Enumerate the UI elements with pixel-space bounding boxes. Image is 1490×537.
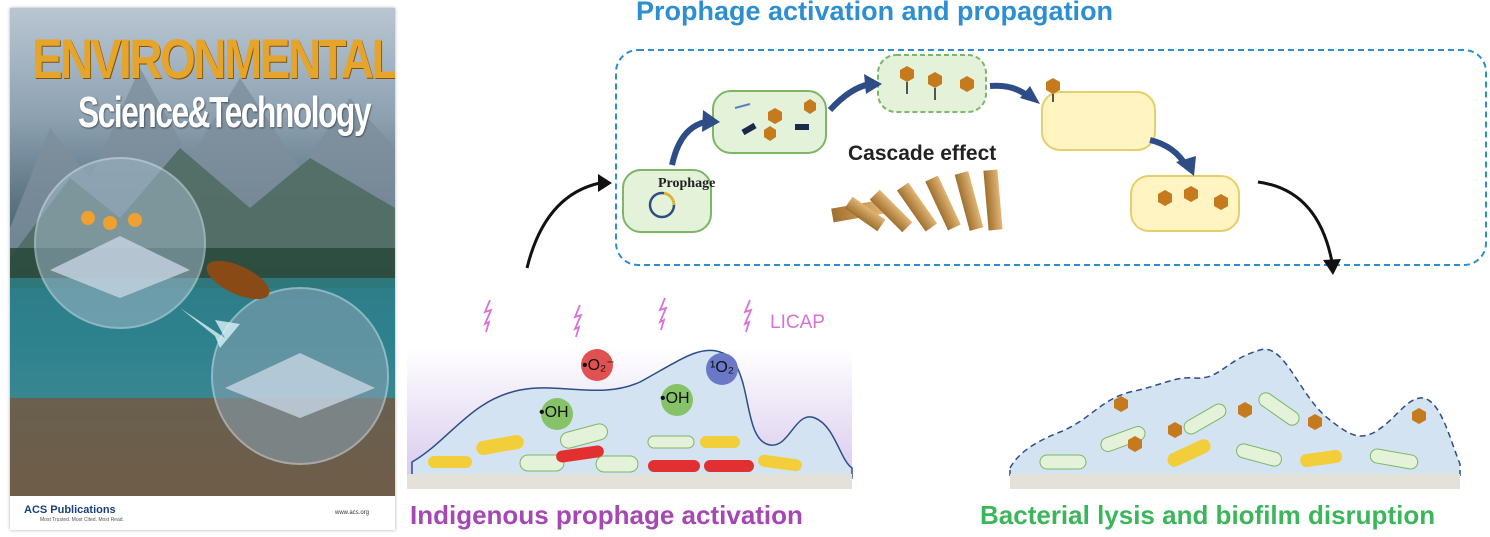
infected-cell (1041, 91, 1156, 151)
propagation-box (615, 49, 1487, 266)
licap-label: LICAP (770, 312, 825, 333)
singlet-oxygen-label: ¹O₂ (710, 359, 734, 376)
hydroxyl-sphere-2 (661, 384, 693, 416)
prophage-label: Prophage (658, 176, 716, 191)
publisher-tagline: Most Trusted. Most Cited. Most Read. (40, 517, 124, 523)
biofilm-bacteria-right (1039, 392, 1419, 470)
cascade-label: Cascade effect (848, 142, 997, 165)
substrate-right (1010, 474, 1460, 489)
hydroxyl-label-2: •OH (660, 390, 690, 407)
substrate-left (407, 474, 852, 489)
singlet-oxygen-sphere (706, 353, 738, 385)
superoxide-sphere (581, 349, 613, 381)
publisher-url: www.acs.org (335, 510, 370, 516)
journal-cover: ENVIRONMENTAL Science&Technology ACS Pub… (10, 8, 395, 530)
phage-particles-right (1114, 396, 1426, 452)
publisher-logo: ACS Publications (24, 504, 116, 516)
lysed-cell (1130, 175, 1240, 232)
caption-biofilm-disruption: Bacterial lysis and biofilm disruption (980, 500, 1436, 530)
prophage-cell (622, 169, 712, 233)
cover-artwork: ENVIRONMENTAL Science&Technology (10, 8, 395, 496)
licap-discharge (483, 297, 753, 338)
cover-footer: ACS Publications Most Trusted. Most Cite… (10, 496, 395, 530)
biofilm-bacteria-left (428, 423, 802, 473)
domino-illustration (831, 169, 1003, 233)
hydroxyl-sphere-1 (541, 398, 573, 430)
caption-prophage-activation: Indigenous prophage activation (410, 500, 803, 530)
cover-illustration (10, 68, 395, 496)
diagram-title: Prophage activation and propagation (636, 0, 1114, 26)
hydroxyl-label-1: •OH (539, 404, 569, 421)
superoxide-label: •O₂⁻ (582, 357, 615, 374)
cover-title: ENVIRONMENTAL (32, 27, 395, 90)
cover-subtitle: Science&Technology (78, 88, 372, 137)
